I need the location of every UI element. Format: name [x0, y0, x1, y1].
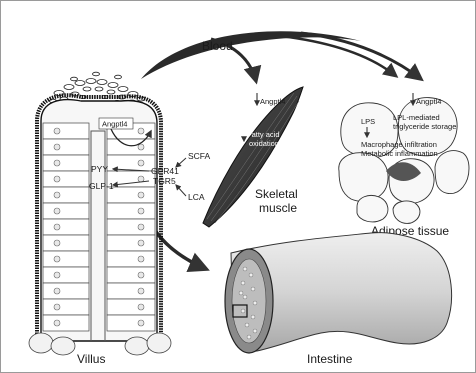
pyy-label: PYY — [91, 164, 108, 174]
skeletal-label-1: Skeletal — [255, 187, 298, 201]
tgr5-label: TGR5 — [153, 176, 176, 186]
lpl-label-1: LPL-mediated — [393, 113, 440, 122]
angptl4-villus-label: Angptl4 — [102, 120, 127, 129]
lps-label: LPS — [361, 117, 375, 126]
intestine-label: Intestine — [307, 352, 353, 366]
lca-label: LCA — [188, 192, 205, 202]
intestine — [225, 233, 452, 353]
villus-cells-right — [107, 123, 155, 331]
skeletal-label-2: muscle — [259, 201, 297, 215]
oxidation-label: oxidation — [249, 139, 279, 148]
macrophage-label-2: Metabolic inflammation — [361, 149, 438, 158]
angptl4-muscle-label: Angptl4 — [260, 97, 285, 106]
gpr41-label: GPR41 — [151, 166, 179, 176]
villus: Angptl4 — [29, 95, 171, 355]
scfa-label: SCFA — [188, 151, 211, 161]
lpl-label-2: triglyceride storage — [393, 122, 456, 131]
fatty-acid-label: Fatty acid — [247, 130, 280, 139]
macrophage-label-1: Macrophage infiltration — [361, 140, 437, 149]
glp1-label: GLP-1 — [89, 181, 114, 191]
villus-label: Villus — [77, 352, 105, 366]
blood-arrow-to-adipose-2 — [271, 35, 396, 76]
blood-label: Blood — [202, 39, 233, 53]
angptl4-adipose-label: Angptl4 — [416, 97, 441, 106]
villus-cells-left — [43, 123, 89, 331]
